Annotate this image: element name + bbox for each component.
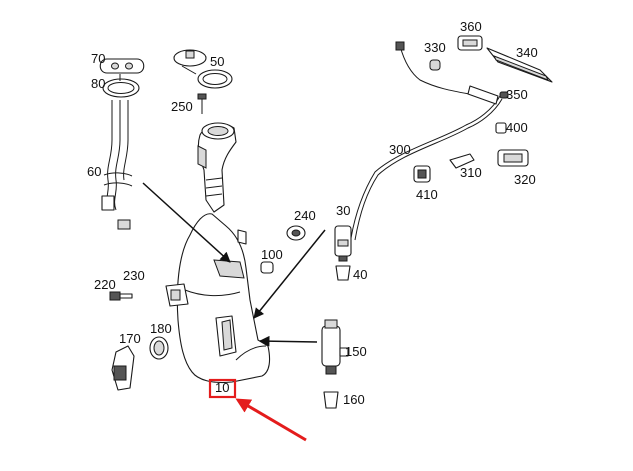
grommet-part-160 <box>323 391 339 409</box>
callout-150[interactable]: 150 <box>345 344 367 359</box>
callout-80[interactable]: 80 <box>91 76 105 91</box>
callout-60[interactable]: 60 <box>87 164 101 179</box>
callout-330[interactable]: 330 <box>424 40 446 55</box>
pump-part-150 <box>321 319 349 375</box>
callout-70[interactable]: 70 <box>91 51 105 66</box>
callout-180[interactable]: 180 <box>150 321 172 336</box>
connector-part-400 <box>495 122 507 134</box>
nozzle-part-350 <box>467 85 509 105</box>
callout-350[interactable]: 350 <box>506 87 528 102</box>
screw-part-250 <box>197 93 207 114</box>
callout-360[interactable]: 360 <box>460 19 482 34</box>
clip-part-310 <box>449 153 475 169</box>
hose-part-330 <box>395 41 481 97</box>
callout-50[interactable]: 50 <box>210 54 224 69</box>
washer-reservoir <box>176 213 271 384</box>
highlight-arrow <box>235 398 307 442</box>
grommet-part-70 <box>99 58 145 74</box>
valve-part-410 <box>413 165 431 183</box>
callout-340[interactable]: 340 <box>516 45 538 60</box>
seal-part-80 <box>102 78 140 98</box>
bracket-part-230 <box>165 283 189 307</box>
hose-part-60 <box>101 100 133 230</box>
hose-part-300 <box>350 95 503 241</box>
callout-300[interactable]: 300 <box>389 142 411 157</box>
grommet-part-240 <box>286 225 306 241</box>
callout-240[interactable]: 240 <box>294 208 316 223</box>
sensor-part-170 <box>111 345 135 391</box>
cap-part-50 <box>173 49 233 89</box>
callout-160[interactable]: 160 <box>343 392 365 407</box>
callout-labels: 10 30 40 50 60 70 80 100 150 160 170 180… <box>87 19 538 407</box>
grommet-part-40 <box>335 265 351 281</box>
seal-part-180 <box>149 336 169 360</box>
callout-320[interactable]: 320 <box>514 172 536 187</box>
callout-220[interactable]: 220 <box>94 277 116 292</box>
callout-100[interactable]: 100 <box>261 247 283 262</box>
bolt-part-220 <box>109 291 133 301</box>
callout-250[interactable]: 250 <box>171 99 193 114</box>
callout-30[interactable]: 30 <box>336 203 350 218</box>
callout-170[interactable]: 170 <box>119 331 141 346</box>
filler-neck <box>197 122 237 213</box>
cover-part-320 <box>497 149 529 167</box>
callout-310[interactable]: 310 <box>460 165 482 180</box>
plug-part-100 <box>260 261 274 274</box>
callout-230[interactable]: 230 <box>123 268 145 283</box>
highlight-box <box>208 378 237 399</box>
highlight-part-10 <box>208 378 307 442</box>
callout-40[interactable]: 40 <box>353 267 367 282</box>
pump-part-30 <box>334 225 352 262</box>
callout-10[interactable]: 10 <box>215 380 229 395</box>
callout-410[interactable]: 410 <box>416 187 438 202</box>
callout-400[interactable]: 400 <box>506 120 528 135</box>
nozzle-strip-part-340 <box>486 47 553 83</box>
leader-lines <box>119 65 326 347</box>
cap-part-360 <box>457 35 483 51</box>
